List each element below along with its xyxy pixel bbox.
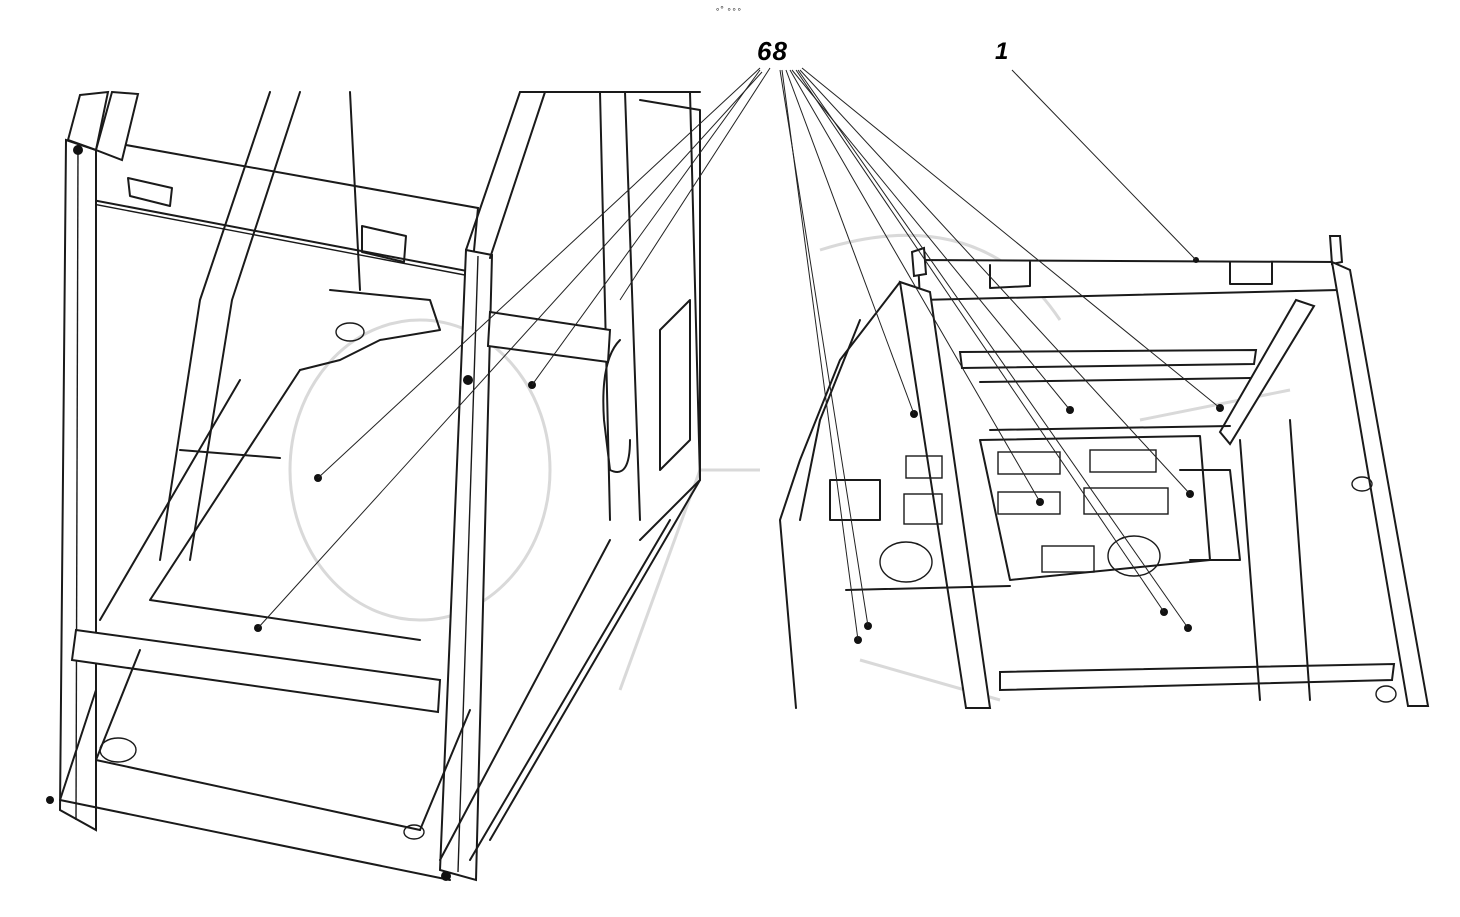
left-frame-assembly: [46, 90, 701, 882]
callout-label-68: 68: [757, 36, 788, 66]
leader-line-1: [1011, 69, 1197, 261]
header-text: ∘° ∘∘∘: [715, 5, 742, 14]
right-frame-assembly: [779, 235, 1430, 709]
leader-lines-68: [257, 67, 1221, 641]
callout-label-1: 1: [995, 38, 1009, 65]
